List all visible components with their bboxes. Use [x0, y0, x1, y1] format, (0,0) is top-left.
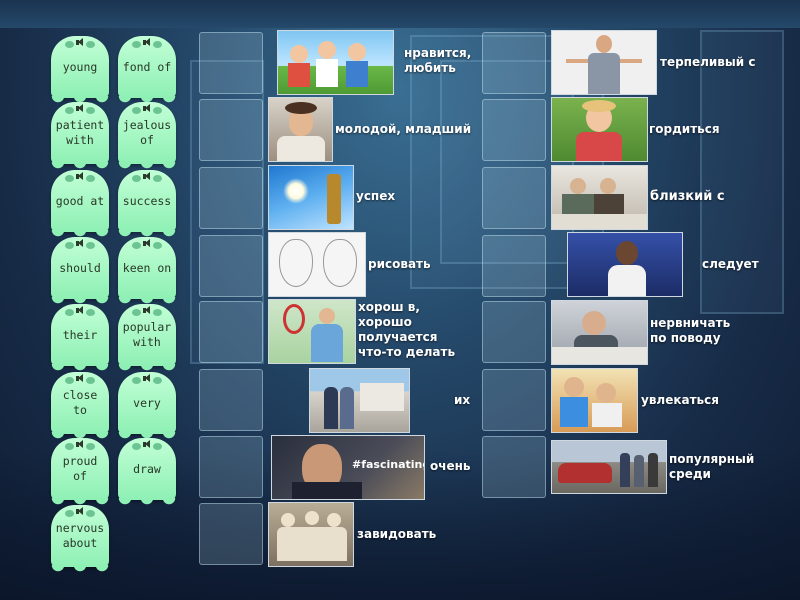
drop-slot-right-2[interactable]	[482, 99, 546, 161]
speaker-icon[interactable]	[76, 104, 85, 113]
ghost-label: should	[59, 260, 101, 275]
ghost-label: very	[133, 395, 161, 410]
speaker-icon[interactable]	[76, 38, 85, 47]
ghost-tile-patient-with[interactable]: patient with	[51, 102, 109, 170]
ghost-label: fond of	[122, 59, 172, 74]
ghost-tile-good-at[interactable]: good at	[51, 170, 109, 238]
ghost-tile-draw[interactable]: draw	[118, 438, 176, 506]
speaker-icon[interactable]	[143, 172, 152, 181]
drop-slot-right-3[interactable]	[482, 167, 546, 229]
ghost-label: jealous of	[122, 118, 172, 147]
ghost-tile-jealous-of[interactable]: jealous of	[118, 102, 176, 170]
ghost-tile-young[interactable]: young	[51, 36, 109, 104]
card-image-couple-house	[309, 368, 410, 433]
ghost-tile-keen-on[interactable]: keen on	[118, 237, 176, 305]
card-text-young: молодой, младший	[335, 122, 472, 136]
drop-slot-left-3[interactable]	[199, 167, 263, 229]
ghost-label: patient with	[55, 118, 105, 147]
ghost-label: success	[122, 193, 172, 208]
card-text-envy: завидовать	[357, 527, 437, 541]
speaker-icon[interactable]	[143, 239, 152, 248]
card-text-should: следует	[702, 257, 759, 271]
card-image-athlete	[567, 232, 683, 297]
drop-slot-left-2[interactable]	[199, 99, 263, 161]
ghost-tile-nervous-about[interactable]: nervous about	[51, 505, 109, 573]
drop-slot-right-4[interactable]	[482, 235, 546, 297]
speaker-icon[interactable]	[143, 306, 152, 315]
ghost-tile-their[interactable]: their	[51, 304, 109, 372]
drop-slot-right-7[interactable]	[482, 436, 546, 498]
card-text-good-at: хорош в, хорошо получается что-то делать	[358, 300, 456, 359]
speaker-icon[interactable]	[76, 440, 85, 449]
speaker-icon[interactable]	[143, 440, 152, 449]
card-image-friends	[551, 165, 648, 230]
ghost-tile-success[interactable]: success	[118, 170, 176, 238]
speaker-icon[interactable]	[76, 374, 85, 383]
ghost-label: proud of	[62, 454, 98, 483]
ghost-label: close to	[62, 388, 98, 417]
fascinating-caption: #fascinating	[352, 458, 425, 471]
card-image-drawing	[268, 232, 366, 297]
card-image-fascinating: #fascinating	[271, 435, 425, 500]
card-image-jealous-kids	[268, 502, 354, 567]
ghost-tile-fond-of[interactable]: fond of	[118, 36, 176, 104]
drop-slot-left-4[interactable]	[199, 235, 263, 297]
card-text-patient-with: терпеливый с	[660, 55, 756, 69]
ghost-tile-very[interactable]: very	[118, 372, 176, 440]
drop-slot-left-8[interactable]	[199, 503, 263, 565]
card-image-tennis	[268, 299, 356, 364]
card-text-nervous-about: нервничать по поводу	[650, 316, 731, 345]
speaker-icon[interactable]	[143, 374, 152, 383]
card-image-nervous	[551, 300, 648, 365]
ghost-label: draw	[133, 461, 161, 476]
ghost-label: their	[62, 327, 98, 342]
card-text-success: успех	[356, 189, 396, 203]
drop-slot-right-1[interactable]	[482, 32, 546, 94]
drop-slot-right-5[interactable]	[482, 301, 546, 363]
ghost-label: young	[62, 59, 98, 74]
ghost-label: nervous about	[55, 521, 105, 550]
card-image-calm-man	[551, 30, 657, 95]
card-text-proud: гордиться	[649, 122, 720, 136]
card-text-keen-on: увлекаться	[641, 393, 719, 407]
speaker-icon[interactable]	[76, 239, 85, 248]
card-image-keen	[551, 368, 638, 433]
card-text-like: нравится, любить	[404, 46, 472, 75]
ghost-tile-popular-with[interactable]: popular with	[118, 304, 176, 372]
ghost-tile-should[interactable]: should	[51, 237, 109, 305]
speaker-icon[interactable]	[143, 104, 152, 113]
card-image-success	[268, 165, 354, 230]
speaker-icon[interactable]	[76, 507, 85, 516]
card-text-their: их	[454, 393, 471, 407]
card-text-draw: рисовать	[368, 257, 431, 271]
card-text-popular-with: популярный среди	[669, 452, 755, 481]
drop-slot-left-7[interactable]	[199, 436, 263, 498]
speaker-icon[interactable]	[76, 306, 85, 315]
card-image-popular-car	[551, 440, 667, 494]
card-image-young-man	[268, 97, 333, 162]
card-text-close-to: близкий с	[650, 189, 725, 204]
ghost-label: popular with	[122, 320, 172, 349]
ghost-label: keen on	[122, 260, 172, 275]
ghost-label: good at	[55, 193, 105, 208]
card-image-kids	[277, 30, 394, 95]
ghost-tile-proud-of[interactable]: proud of	[51, 438, 109, 506]
drop-slot-left-5[interactable]	[199, 301, 263, 363]
card-image-proud-boy	[551, 97, 648, 162]
drop-slot-left-1[interactable]	[199, 32, 263, 94]
speaker-icon[interactable]	[143, 38, 152, 47]
drop-slot-left-6[interactable]	[199, 369, 263, 431]
card-text-very: очень	[430, 459, 471, 473]
drop-slot-right-6[interactable]	[482, 369, 546, 431]
speaker-icon[interactable]	[76, 172, 85, 181]
ghost-tile-close-to[interactable]: close to	[51, 372, 109, 440]
